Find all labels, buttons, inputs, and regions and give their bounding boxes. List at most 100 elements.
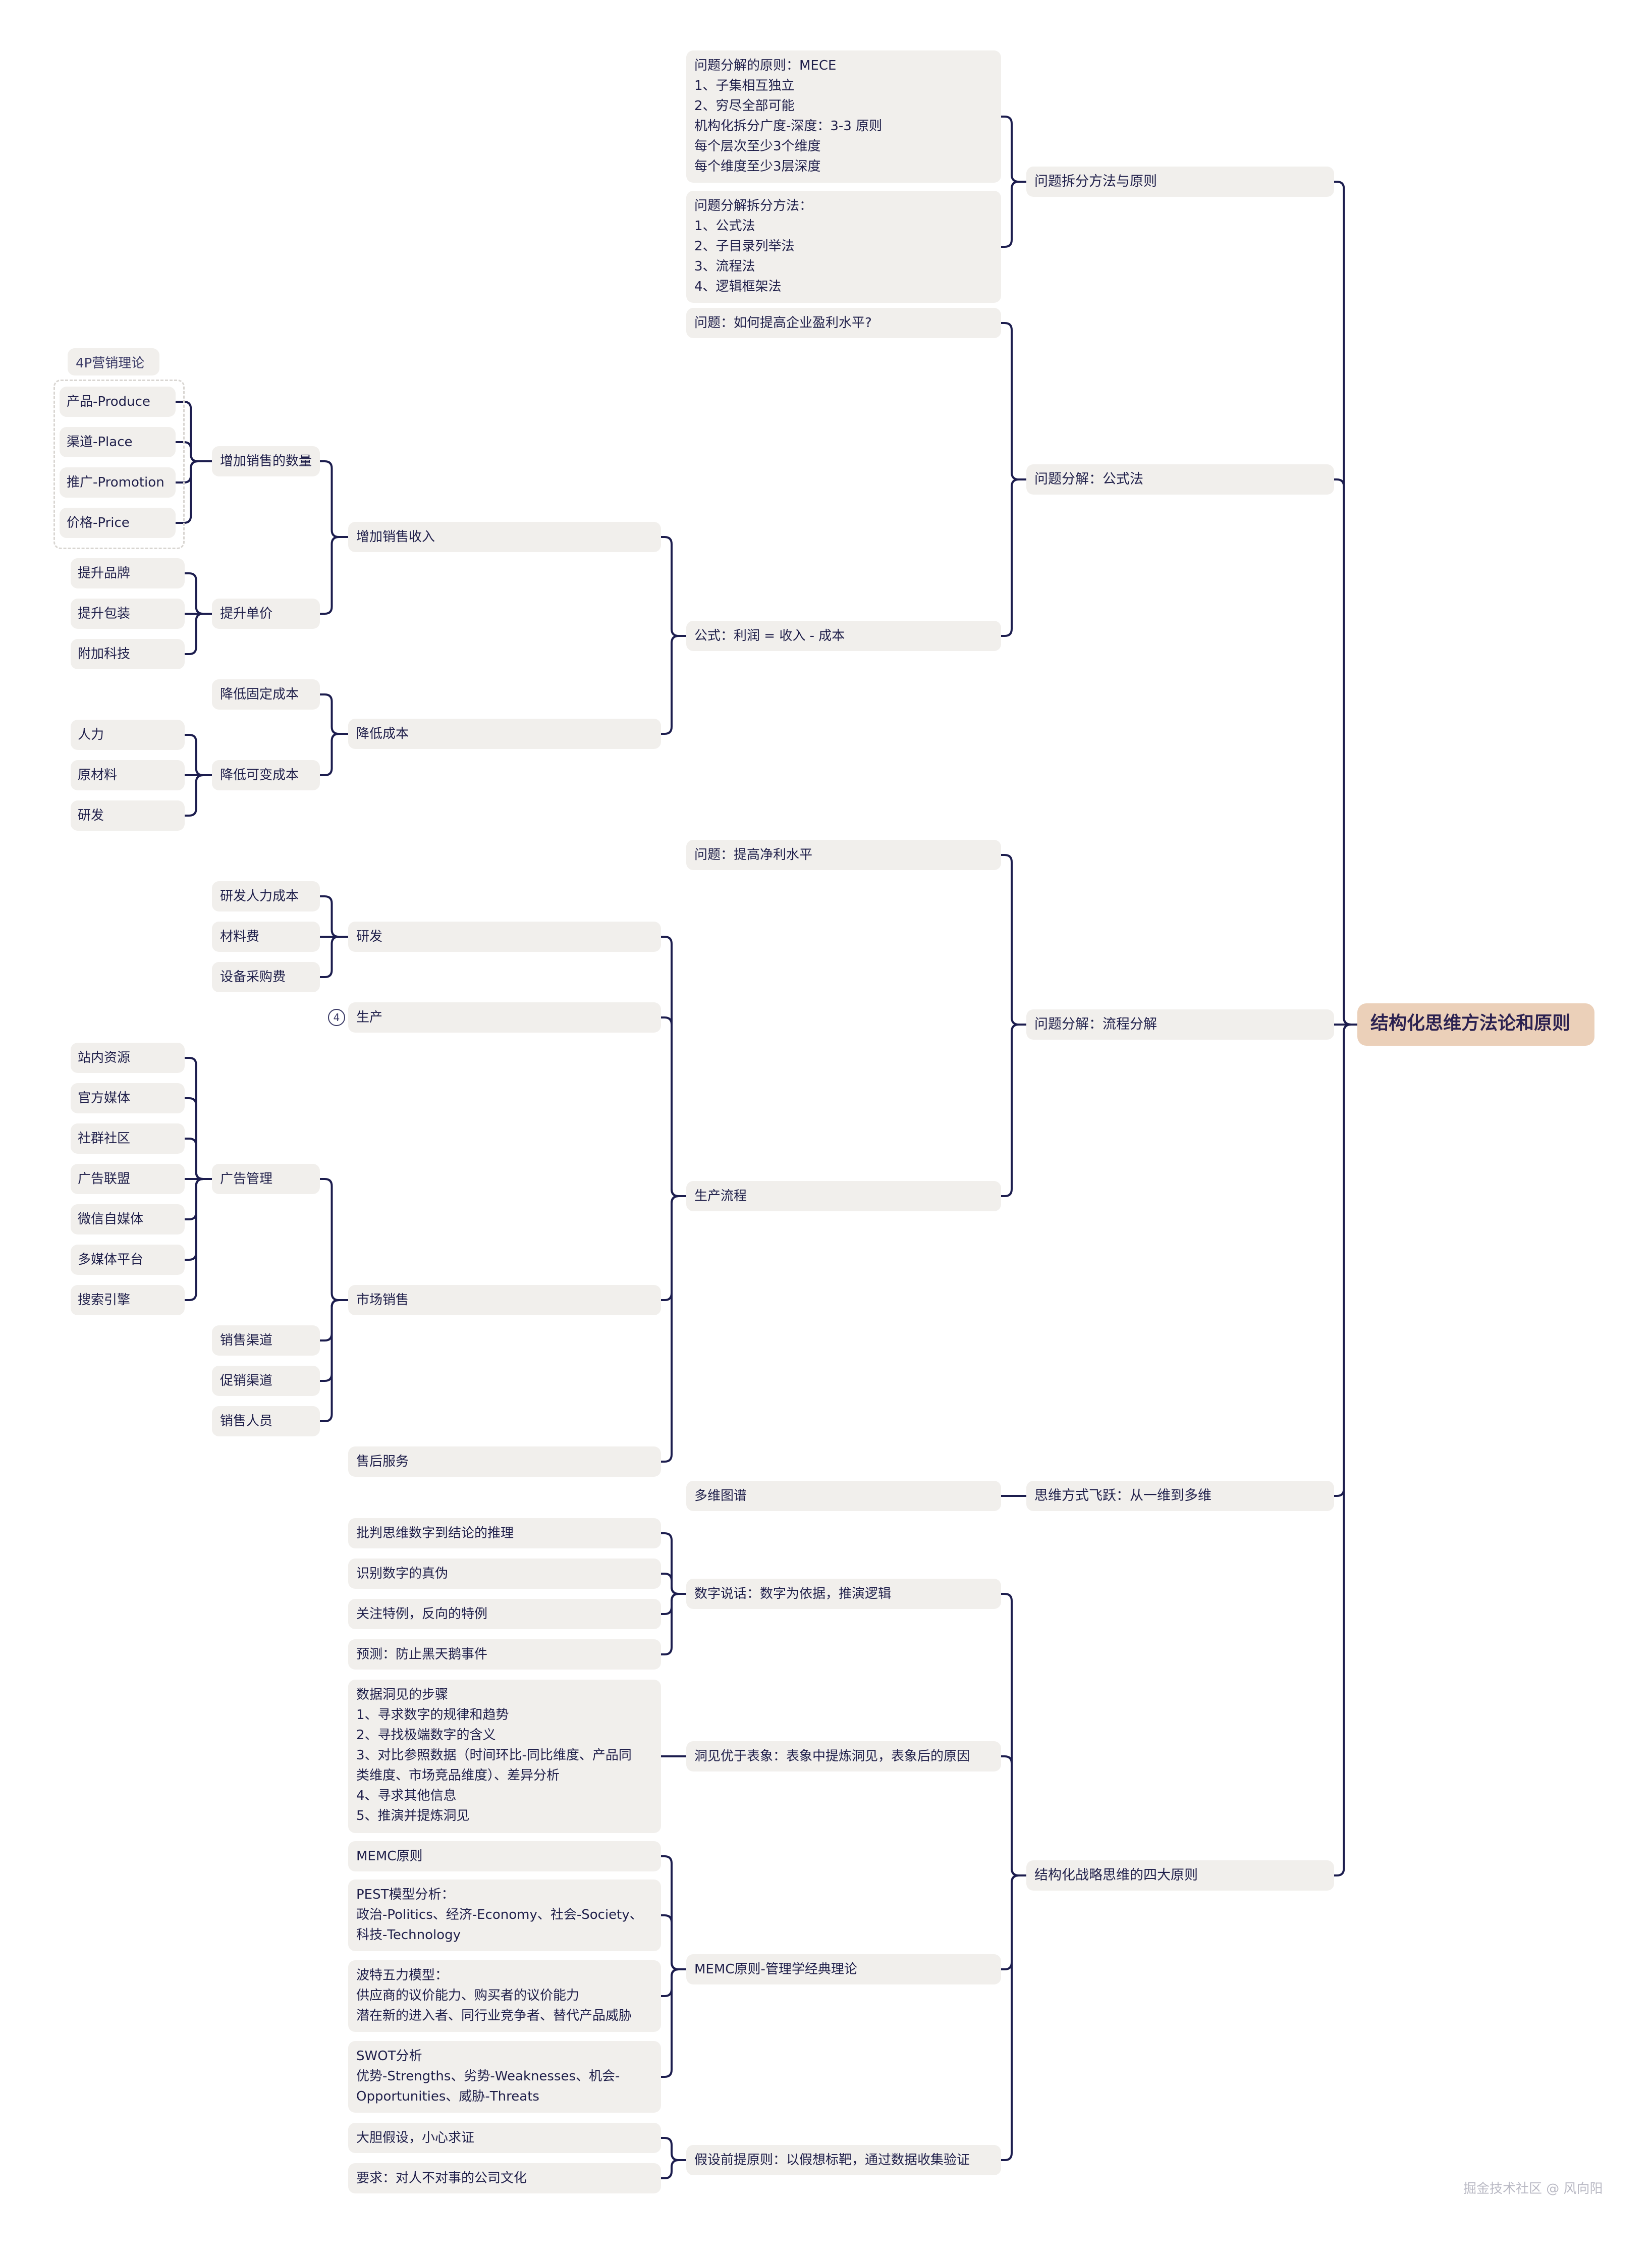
topic-reduce-variable-cost[interactable]: 降低可变成本 [212,760,320,790]
topic-process-method[interactable]: 问题分解：流程分解 [1026,1009,1334,1040]
connector-line [661,936,686,1197]
topic-identify-real-numbers[interactable]: 识别数字的真伪 [348,1559,661,1589]
topic-increase-quantity[interactable]: 增加销售的数量 [212,446,320,476]
topic-promo-channel[interactable]: 促销渠道 [212,1366,320,1396]
topic-swot-analysis[interactable]: SWOT分析 优势-Strengths、劣势-Weaknesses、机会- Op… [348,2041,661,2113]
connector-line [185,613,212,655]
topic-pest-model[interactable]: PEST模型分析： 政治-Politics、经济-Economy、社会-Soci… [348,1880,661,1951]
connector-line [661,2137,686,2161]
topic-ad-multimedia[interactable]: 多媒体平台 [71,1245,185,1275]
4p-group-frame [53,380,185,549]
tag-4p-marketing[interactable]: 4P营销理论 [68,348,159,375]
connector-line [320,895,348,938]
topic-ad-official-media[interactable]: 官方媒体 [71,1083,185,1113]
topic-focus-exceptions[interactable]: 关注特例，反向的特例 [348,1599,661,1629]
connector-line [185,1138,212,1180]
topic-split-methods[interactable]: 问题分解拆分方法： 1、公式法 2、子目录列举法 3、流程法 4、逻辑框架法 [686,191,1001,303]
topic-increase-revenue[interactable]: 增加销售收入 [348,522,661,552]
topic-memc-principle[interactable]: MEMC原则-管理学经典理论 [686,1954,1001,1984]
topic-ad-community[interactable]: 社群社区 [71,1123,185,1154]
topic-ad-management[interactable]: 广告管理 [212,1164,320,1194]
topic-memc-item[interactable]: MEMC原则 [348,1841,661,1871]
connector-line [185,1178,212,1301]
topic-company-culture[interactable]: 要求：对人不对事的公司文化 [348,2163,661,2193]
topic-predict-black-swan[interactable]: 预测：防止黑天鹅事件 [348,1639,661,1670]
connector-line [185,1178,212,1220]
connector-line [1334,181,1357,1026]
connector-line [1001,116,1026,183]
topic-raise-brand[interactable]: 提升品牌 [71,558,185,588]
connector-line [661,1195,686,1301]
topic-reduce-fixed-cost[interactable]: 降低固定成本 [212,679,320,710]
topic-rd-labor-cost[interactable]: 研发人力成本 [212,881,320,911]
root-topic[interactable]: 结构化思维方法论和原则 [1357,1003,1594,1046]
topic-added-tech[interactable]: 附加科技 [71,639,185,669]
topic-ad-search-engine[interactable]: 搜索引擎 [71,1285,185,1315]
topic-material-fee[interactable]: 材料费 [212,922,320,952]
connector-line [1001,1593,1026,1876]
topic-equipment-fee[interactable]: 设备采购费 [212,962,320,992]
topic-data-speaks[interactable]: 数字说话：数字为依据，推演逻辑 [686,1579,1001,1609]
connector-line [661,1573,686,1595]
connector-line [1001,1874,1026,1970]
topic-ad-wechat[interactable]: 微信自媒体 [71,1204,185,1234]
topic-4p-product[interactable]: 产品-Produce [60,387,176,417]
connector-line [661,1593,686,1655]
topic-profit-formula[interactable]: 公式：利润 = 收入 - 成本 [686,621,1001,651]
topic-hypothesis-principle[interactable]: 假设前提原则：以假想标靶，通过数据收集验证 [686,2145,1001,2175]
connector-line [1001,1024,1026,1197]
topic-research[interactable]: 研发 [71,800,185,831]
topic-raw-material[interactable]: 原材料 [71,760,185,790]
topic-formula-method[interactable]: 问题分解：公式法 [1026,464,1334,495]
topic-reduce-cost[interactable]: 降低成本 [348,719,661,749]
connector-line [185,774,212,817]
topic-production[interactable]: 生产 [348,1002,661,1033]
topic-4p-promotion[interactable]: 推广-Promotion [60,467,176,498]
topic-data-insight-steps[interactable]: 数据洞见的步骤 1、寻求数字的规律和趋势 2、寻找极端数字的含义 3、对比参照数… [348,1680,661,1833]
topic-multidimensional-thinking[interactable]: 思维方式飞跃：从一维到多维 [1026,1481,1334,1511]
topic-ad-alliance[interactable]: 广告联盟 [71,1164,185,1194]
topic-sales-staff[interactable]: 销售人员 [212,1406,320,1436]
connector-line [320,1299,348,1422]
connector-line [661,1855,686,1970]
connector-line [1334,1024,1357,1497]
watermark: 掘金技术社区 @ 风向阳 [1463,2181,1603,2196]
connector-line [320,936,348,978]
topic-sales-channel[interactable]: 销售渠道 [212,1325,320,1356]
topic-multidimensional-map[interactable]: 多维图谱 [686,1481,1001,1511]
connector-line [185,734,212,776]
topic-4p-place[interactable]: 渠道-Place [60,427,176,457]
connector-line [320,1299,348,1341]
connector-line [1001,854,1026,1026]
topic-4p-price[interactable]: 价格-Price [60,508,176,538]
topic-after-sales[interactable]: 售后服务 [348,1446,661,1477]
connector-line [661,1016,686,1197]
connector-line [1001,1755,1026,1876]
topic-ad-site-resources[interactable]: 站内资源 [71,1043,185,1073]
connector-line [320,460,348,538]
topic-labor[interactable]: 人力 [71,720,185,750]
topic-question-profit[interactable]: 问题：如何提高企业盈利水平? [686,308,1001,338]
topic-problem-split-methods[interactable]: 问题拆分方法与原则 [1026,167,1334,197]
connector-line [1334,1024,1357,1876]
topic-process-rd[interactable]: 研发 [348,922,661,952]
topic-insight-over-appearance[interactable]: 洞见优于表象：表象中提炼洞见，表象后的原因 [686,1741,1001,1771]
connector-line [1334,478,1357,1026]
connector-line [661,2159,686,2179]
collapsed-count-badge[interactable]: 4 [328,1009,345,1026]
connector-line [320,1178,348,1301]
connector-line [661,536,686,637]
connector-line [661,1532,686,1595]
topic-production-process[interactable]: 生产流程 [686,1181,1001,1211]
topic-four-principles[interactable]: 结构化战略思维的四大原则 [1026,1860,1334,1891]
topic-question-net-profit[interactable]: 问题：提高净利水平 [686,840,1001,870]
topic-critical-reasoning[interactable]: 批判思维数字到结论的推理 [348,1518,661,1548]
topic-raise-packaging[interactable]: 提升包装 [71,599,185,629]
topic-raise-unit-price[interactable]: 提升单价 [212,599,320,629]
topic-porter-five-forces[interactable]: 波特五力模型： 供应商的议价能力、购买者的议价能力 潜在新的进入者、同行业竞争者… [348,1960,661,2032]
connector-line [1001,181,1026,248]
topic-bold-hypothesis[interactable]: 大胆假设，小心求证 [348,2123,661,2153]
topic-mece-principle[interactable]: 问题分解的原则：MECE 1、子集相互独立 2、穷尽全部可能 机构化拆分广度-深… [686,50,1001,183]
topic-marketing-sales[interactable]: 市场销售 [348,1285,661,1315]
